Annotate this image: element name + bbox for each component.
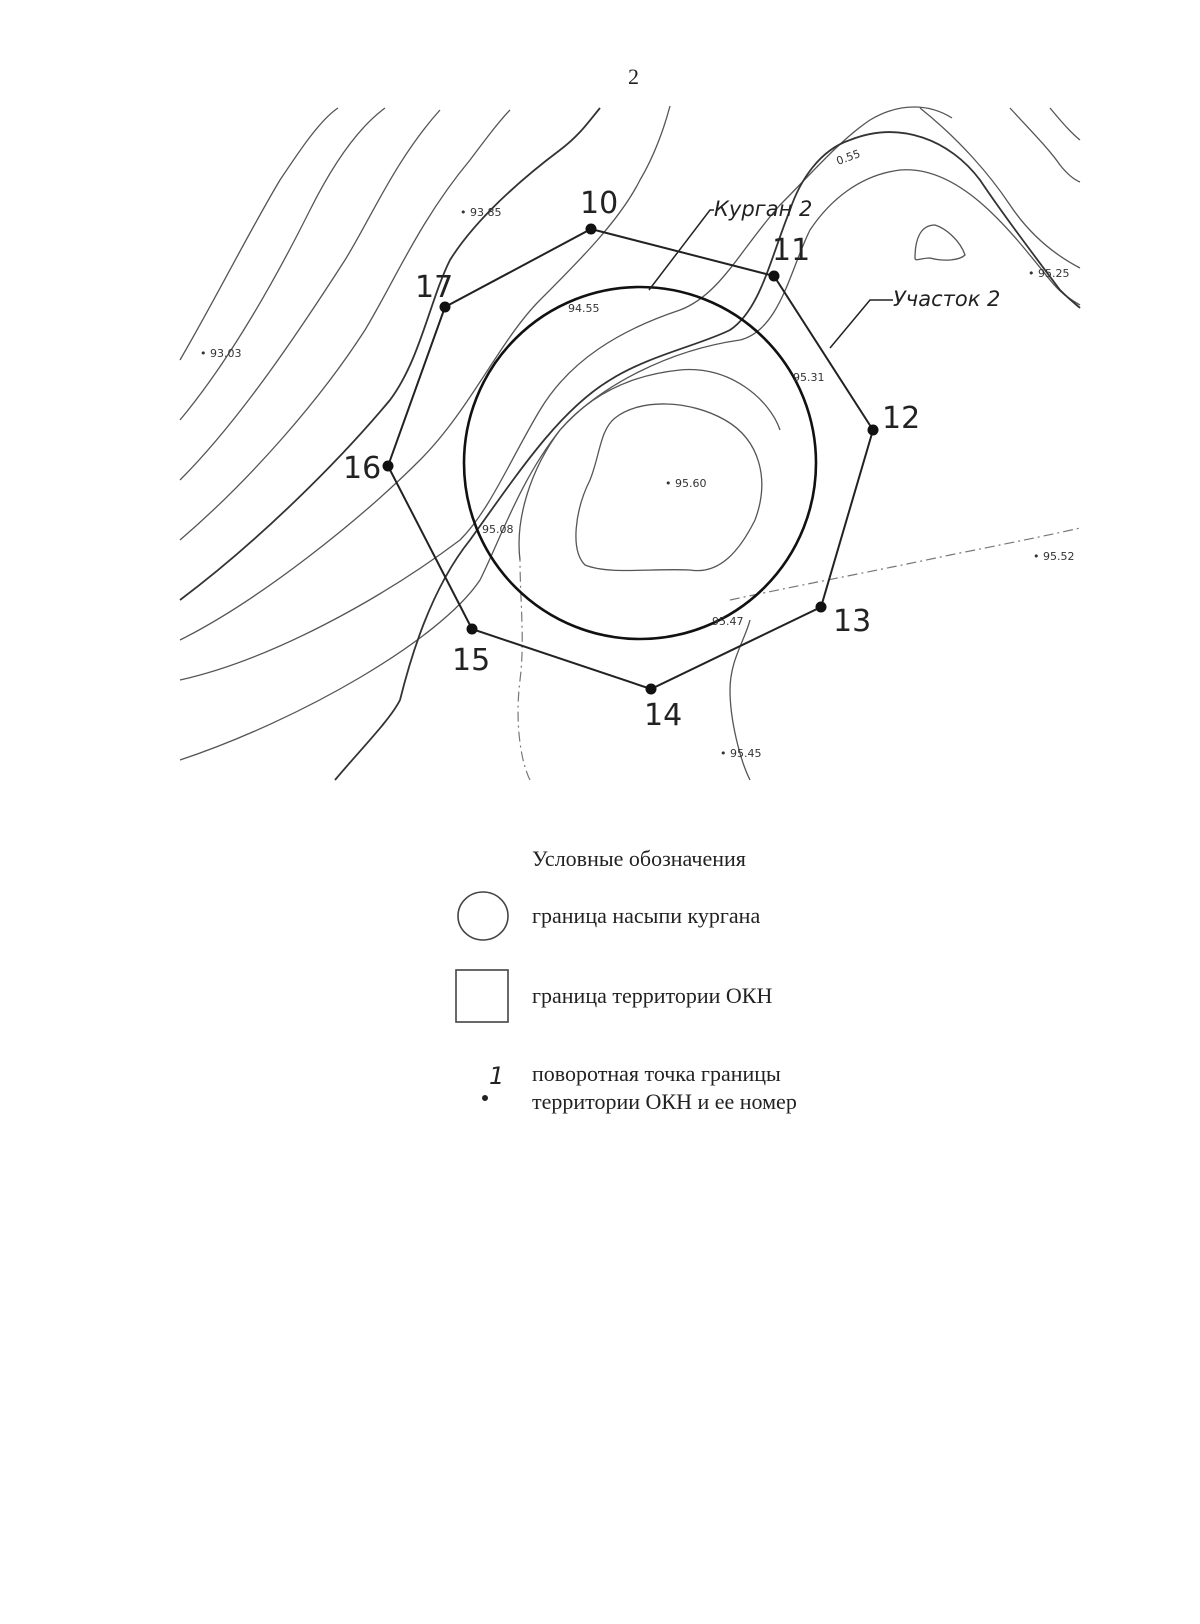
point-label-16: 16	[343, 451, 381, 486]
point-label-17: 17	[415, 270, 453, 305]
legend-item-text: граница насыпи кургана	[532, 903, 761, 928]
territory-boundary-polygon	[386, 227, 875, 691]
elevation-label: 0.55	[835, 147, 862, 168]
mound-callout: Курган 2	[714, 197, 812, 221]
topographic-map: 10 11 12 13 14 15 16 17 • 93.85 • 93.03 …	[179, 105, 1081, 781]
elevation-label: • 95.45	[720, 747, 762, 760]
boundary-point-12	[867, 424, 879, 436]
point-label-14: 14	[644, 698, 682, 733]
legend-item-text: граница территории ОКН	[532, 983, 773, 1008]
legend-item-territory-boundary: граница территории ОКН	[452, 966, 972, 1026]
contour-lines	[179, 105, 1081, 781]
point-label-11: 11	[772, 233, 810, 268]
elevation-label: 95.31	[793, 371, 825, 384]
elevation-marks: • 93.85 • 93.03 94.55 95.31 • 95.60 95.0…	[200, 147, 1075, 760]
elevation-label: • 93.85	[460, 206, 502, 219]
elevation-label: • 93.03	[200, 347, 242, 360]
elevation-label: • 95.60	[665, 477, 707, 490]
elevation-label: 95.47	[712, 615, 744, 628]
point-label-10: 10	[580, 186, 618, 221]
boundary-point-11	[768, 270, 780, 282]
point-label-12: 12	[882, 401, 920, 436]
point-label-13: 13	[833, 604, 871, 639]
site-callout-leader	[829, 299, 893, 349]
elevation-label: 94.55	[568, 302, 600, 315]
boundary-point-labels: 10 11 12 13 14 15 16 17	[343, 186, 920, 733]
site-callout: Участок 2	[893, 287, 1000, 311]
mound-callout-leader	[648, 209, 714, 291]
legend-title: Условные обозначения	[532, 846, 746, 871]
mound-boundary-circle	[462, 285, 818, 641]
point-symbol-icon: 1	[482, 1062, 504, 1101]
boundary-points	[382, 223, 879, 695]
mound-contours	[517, 368, 1081, 781]
legend-item-turning-point: 1 поворотная точка границы территории ОК…	[452, 1060, 972, 1130]
legend-item-text-line: территории ОКН и ее номер	[532, 1089, 797, 1114]
elevation-label: • 95.52	[1033, 550, 1075, 563]
svg-text:1: 1	[489, 1062, 504, 1090]
page-number: 2	[628, 64, 639, 89]
callouts: Курган 2 Участок 2	[648, 197, 1000, 349]
legend-item-text-line: поворотная точка границы	[532, 1061, 781, 1086]
boundary-point-10	[585, 223, 597, 235]
circle-symbol-icon	[457, 891, 509, 941]
boundary-point-17	[439, 301, 451, 313]
point-label-15: 15	[452, 643, 490, 678]
legend-item-text: поворотная точка границы территории ОКН …	[532, 1060, 797, 1116]
boundary-point-14	[645, 683, 657, 695]
legend-item-mound-boundary: граница насыпи кургана	[452, 886, 972, 946]
square-symbol-icon	[455, 969, 509, 1023]
boundary-point-13	[815, 601, 827, 613]
elevation-label: • 95.25	[1028, 267, 1070, 280]
boundary-point-16	[382, 460, 394, 472]
elevation-label: 95.08	[482, 523, 514, 536]
boundary-point-15	[466, 623, 478, 635]
